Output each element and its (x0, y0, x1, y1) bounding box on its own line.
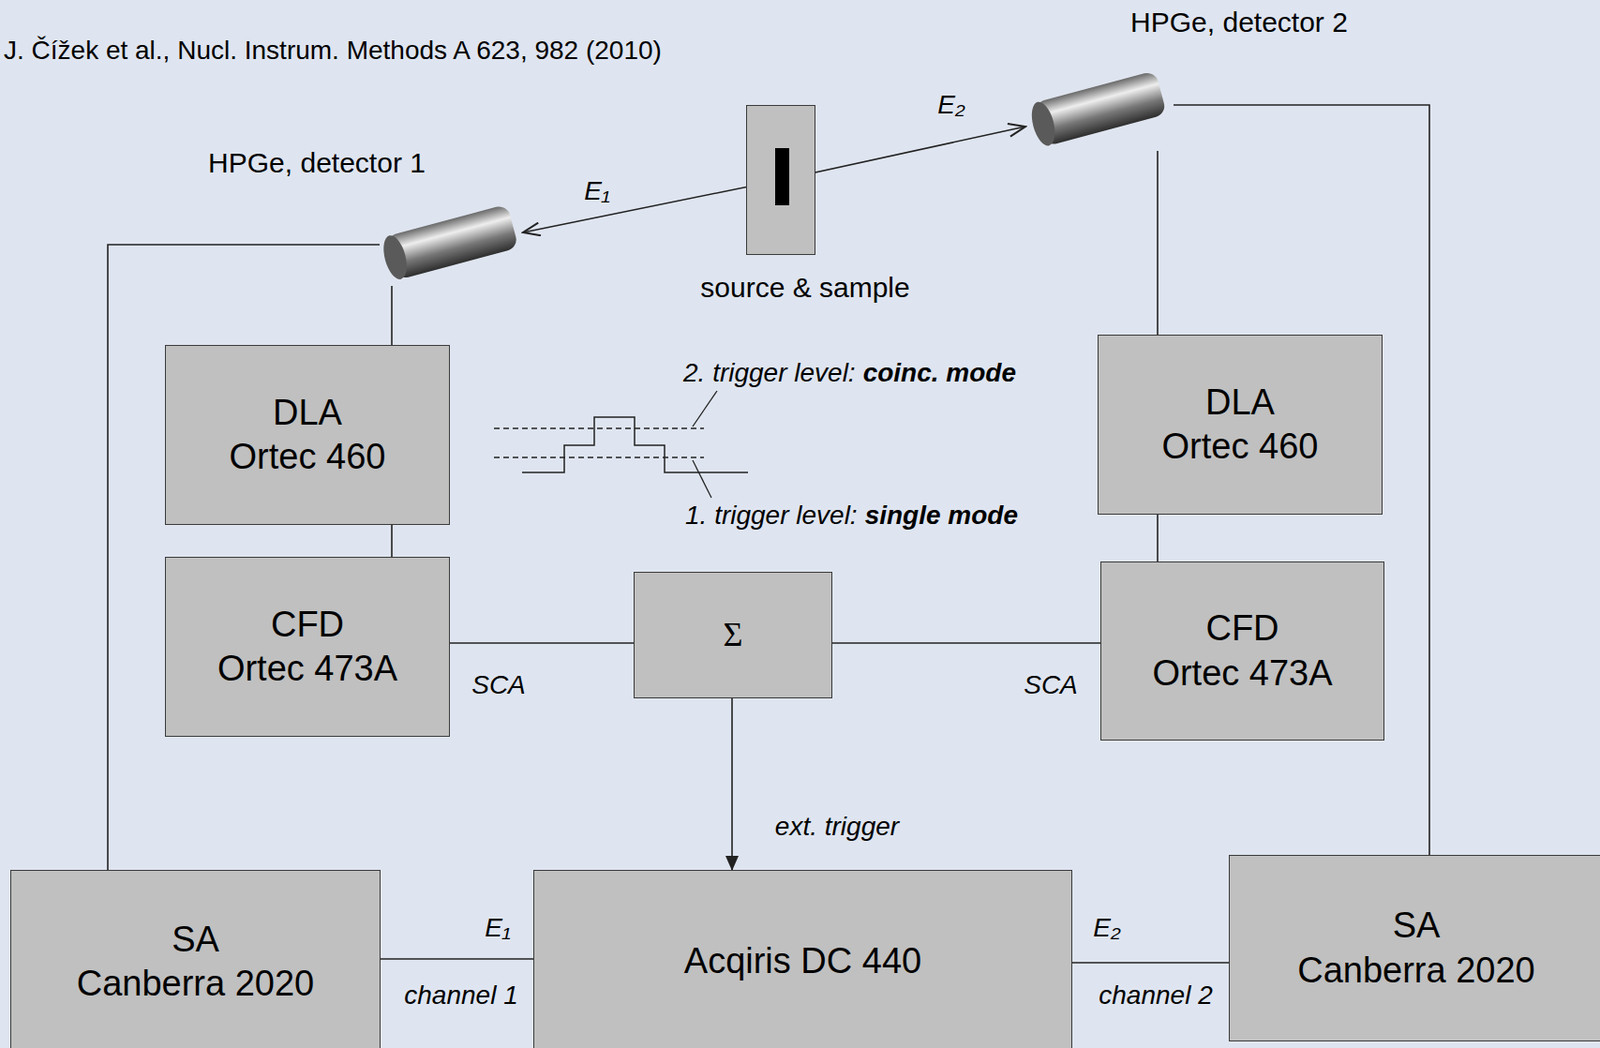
box-label: SA (171, 917, 220, 963)
shape-label: source & sample (700, 271, 910, 304)
amplifier-box: SACanberra 2020 (10, 869, 381, 1048)
edge-label: SCA (471, 670, 526, 701)
box-label: SA (1392, 903, 1441, 949)
box-label: DLA (1205, 380, 1275, 426)
cfd-box: CFDOrtec 473A (164, 556, 450, 737)
channel-label: channel 2 (1098, 980, 1212, 1011)
lower-trigger-level (493, 456, 704, 459)
signal-wire (380, 957, 534, 960)
trigger-note: 1. trigger level: (685, 500, 858, 531)
box-label: Ortec 460 (1162, 424, 1319, 470)
box-label: Ortec 473A (1151, 651, 1332, 697)
citation: J. Čížek et al., Nucl. Instrum. Methods … (3, 35, 662, 66)
detector-cylinder (379, 198, 524, 286)
box-label: Canberra 2020 (76, 961, 315, 1007)
box-label: Acqiris DC 440 (684, 939, 922, 985)
trigger-mode: coinc. mode (863, 358, 1017, 389)
dla-box: DLAOrtec 460 (1097, 334, 1383, 515)
leader-line (692, 390, 718, 427)
gamma-ray (523, 179, 781, 233)
signal-wire (832, 642, 1101, 644)
source-sample: source & sample (746, 104, 816, 255)
trigger-mode: single mode (865, 500, 1018, 531)
detector-cylinder (1025, 66, 1174, 151)
leader-line (692, 460, 712, 498)
gamma-ray (780, 126, 1026, 180)
sample-bar (775, 148, 790, 206)
sum-box: Σ (633, 571, 833, 699)
signal-wire (390, 285, 393, 345)
edge-label: E₁ (583, 176, 611, 207)
trigger-note: 2. trigger level: (683, 358, 856, 389)
signal-wire (449, 642, 634, 644)
box-label: Canberra 2020 (1297, 948, 1536, 994)
channel-label: channel 1 (403, 980, 518, 1011)
shape-label: HPGe, detector 1 (208, 147, 426, 180)
signal-wire (1072, 961, 1229, 964)
upper-trigger-level (493, 427, 704, 430)
signal-wire (1156, 150, 1159, 335)
hpge-detector: HPGe, detector 2 (1025, 66, 1174, 151)
box-label: CFD (270, 602, 344, 648)
hpge-detector: HPGe, detector 1 (379, 198, 524, 286)
sample-holder (746, 104, 816, 255)
amplifier-box: SACanberra 2020 (1228, 854, 1600, 1042)
cfd-box: CFDOrtec 473A (1100, 561, 1385, 741)
dla-box: DLAOrtec 460 (164, 344, 450, 525)
box-label: CFD (1205, 606, 1279, 652)
box-label: Σ (723, 613, 744, 657)
edge-label: SCA (1023, 670, 1078, 701)
box-label: DLA (272, 390, 343, 436)
box-label: Ortec 473A (217, 646, 398, 692)
signal-wire (731, 698, 733, 870)
box-label: Ortec 460 (229, 434, 387, 480)
signal-wire (1156, 514, 1159, 562)
edge-label: E₁ (484, 912, 511, 943)
digitizer-box: Acqiris DC 440 (533, 869, 1073, 1048)
shape-label: HPGe, detector 2 (1130, 6, 1348, 39)
edge-label: E₂ (937, 89, 965, 120)
signal-wire (390, 524, 393, 557)
edge-label: E₂ (1092, 912, 1121, 943)
edge-label: ext. trigger (775, 811, 899, 842)
pulse-waveform (522, 417, 748, 473)
